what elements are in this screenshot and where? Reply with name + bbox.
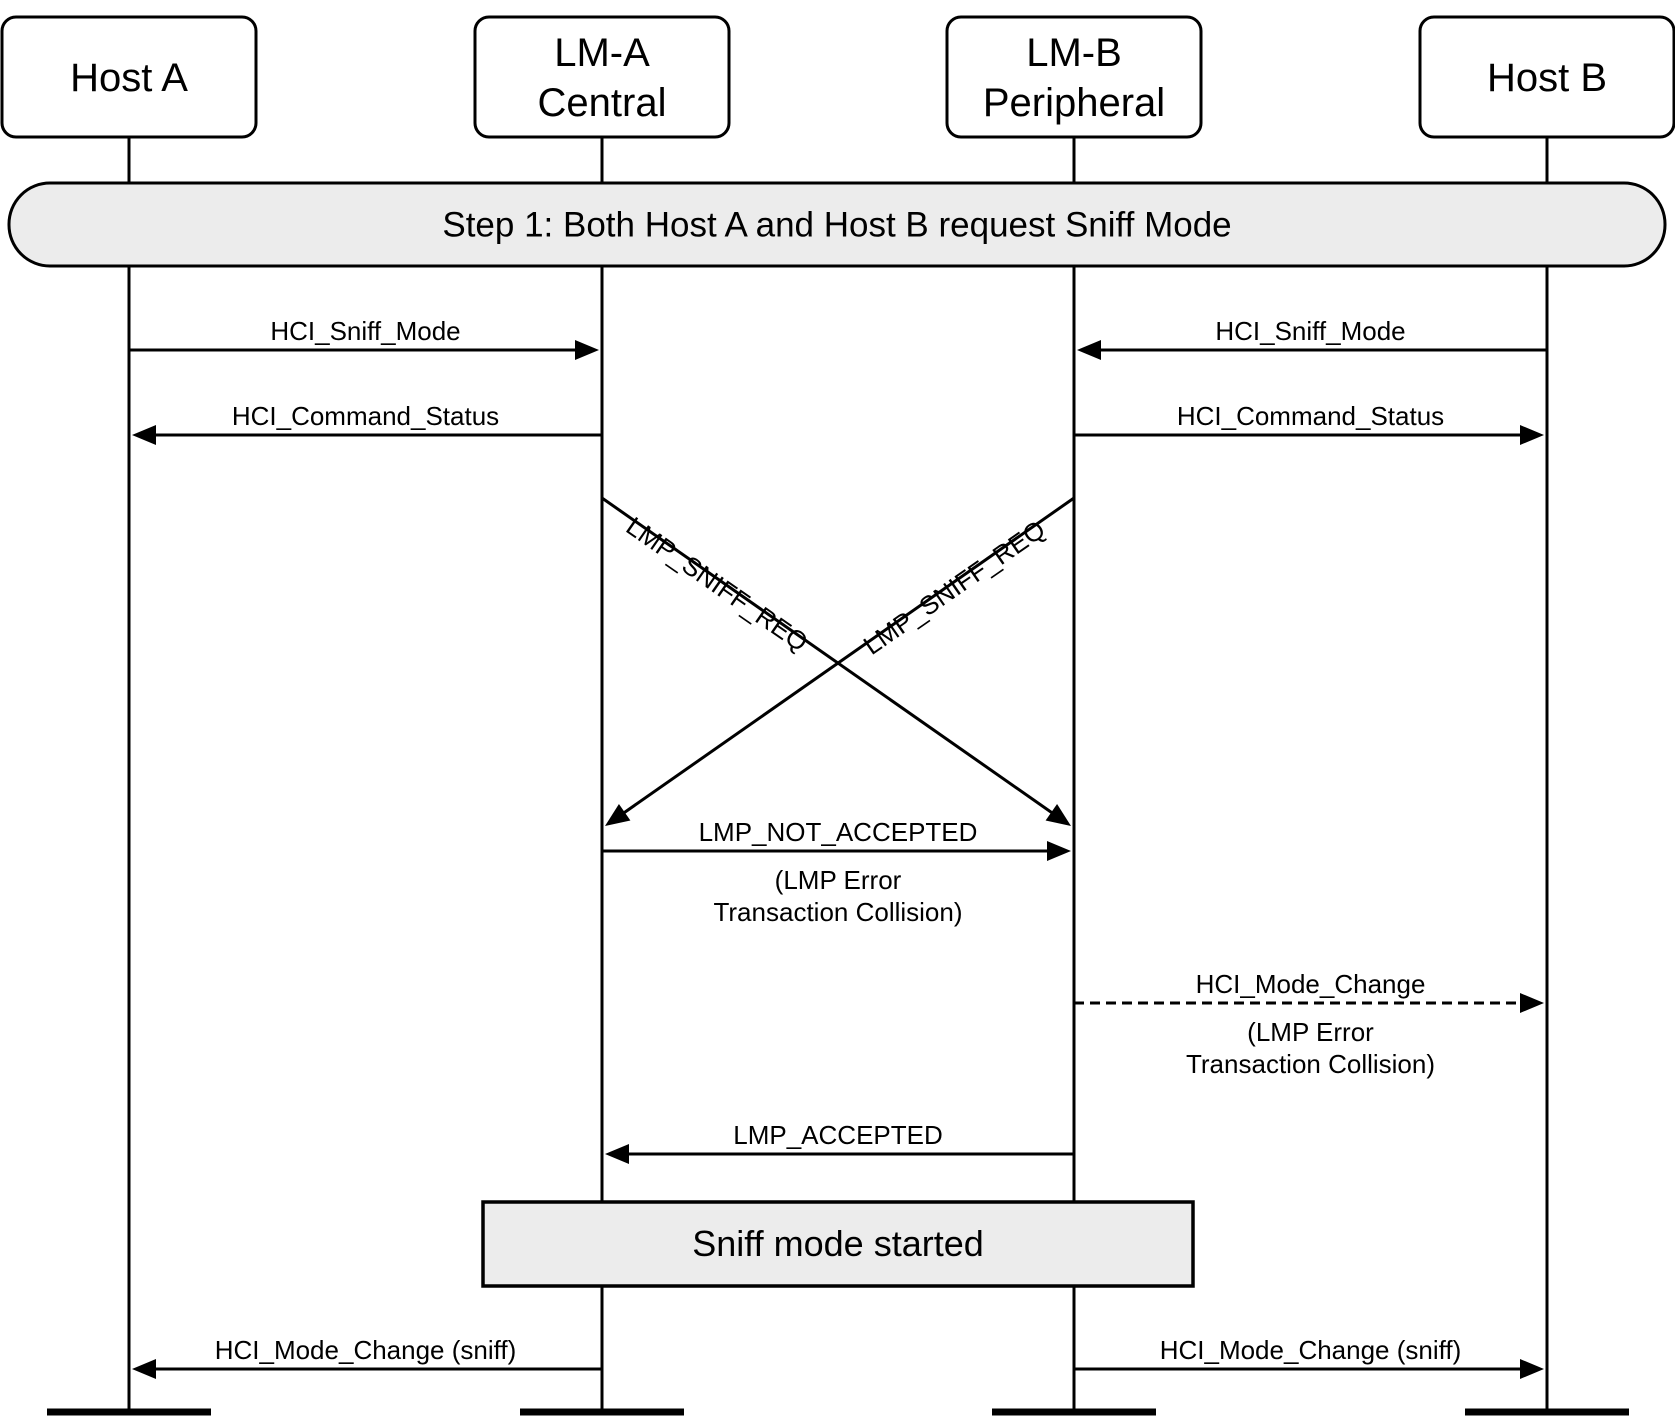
message-m2: HCI_Sniff_Mode: [1077, 316, 1547, 360]
participant-label: Peripheral: [983, 81, 1165, 125]
message-sublabel: Transaction Collision): [713, 897, 962, 927]
participant-label: Central: [538, 81, 667, 125]
message-label: HCI_Command_Status: [232, 401, 499, 431]
message-sublabel: (LMP Error: [1247, 1017, 1374, 1047]
step-band-shape: [7, 181, 1667, 268]
message-m4: HCI_Command_Status: [1074, 401, 1544, 445]
arrowhead: [1047, 841, 1071, 861]
message-label: HCI_Mode_Change (sniff): [1160, 1335, 1462, 1365]
arrowhead: [1520, 425, 1544, 445]
participant-label: LM-B: [1026, 31, 1122, 75]
participant-lmB: LM-B Peripheral: [945, 15, 1203, 139]
message-m11: HCI_Mode_Change (sniff): [1074, 1335, 1544, 1379]
arrowhead: [1520, 993, 1544, 1013]
arrowhead: [605, 1144, 629, 1164]
message-label: HCI_Sniff_Mode: [1215, 316, 1405, 346]
participant-box: [0, 15, 258, 139]
participant-label: LM-A: [554, 31, 650, 75]
arrowhead: [1520, 1359, 1544, 1379]
state-box: Sniff mode started: [481, 1200, 1195, 1288]
arrowhead: [132, 425, 156, 445]
arrowhead: [1077, 340, 1101, 360]
message-label: LMP_ACCEPTED: [733, 1120, 943, 1150]
arrowhead: [132, 1359, 156, 1379]
participant-hostA: Host A: [0, 15, 258, 139]
message-m1: HCI_Sniff_Mode: [129, 316, 599, 360]
participant-headers: Host A LM-A Central LM-B Peripheral Host B: [0, 15, 1675, 139]
message-sublabel: Transaction Collision): [1186, 1049, 1435, 1079]
message-label: HCI_Mode_Change: [1196, 969, 1426, 999]
participant-box: [945, 15, 1203, 139]
message-m10: HCI_Mode_Change (sniff): [132, 1335, 602, 1379]
message-label: LMP_SNIFF_REQ: [621, 511, 814, 658]
arrowhead: [605, 804, 631, 826]
message-label: LMP_SNIFF_REQ: [858, 514, 1051, 661]
message-label: LMP_NOT_ACCEPTED: [699, 817, 978, 847]
message-m3: HCI_Command_Status: [132, 401, 602, 445]
message-label: HCI_Command_Status: [1177, 401, 1444, 431]
state-box-shape: [481, 1200, 1195, 1288]
message-sublabel: (LMP Error: [775, 865, 902, 895]
participant-lmA: LM-A Central: [473, 15, 731, 139]
message-m9: LMP_ACCEPTED: [605, 1120, 1074, 1164]
message-label: HCI_Mode_Change (sniff): [215, 1335, 517, 1365]
state-label: Sniff mode started: [692, 1223, 984, 1264]
participant-label: Host A: [70, 56, 188, 100]
step-label: Step 1: Both Host A and Host B request S…: [442, 206, 1231, 245]
participant-hostB: Host B: [1418, 15, 1675, 139]
arrowhead: [1045, 804, 1071, 826]
participant-box: [473, 15, 731, 139]
arrowhead: [575, 340, 599, 360]
participant-label: Host B: [1487, 56, 1607, 100]
participant-box: [1418, 15, 1675, 139]
step-band: Step 1: Both Host A and Host B request S…: [7, 181, 1667, 268]
message-label: HCI_Sniff_Mode: [270, 316, 460, 346]
message-line: [601, 496, 1058, 817]
message-line: [618, 496, 1075, 817]
